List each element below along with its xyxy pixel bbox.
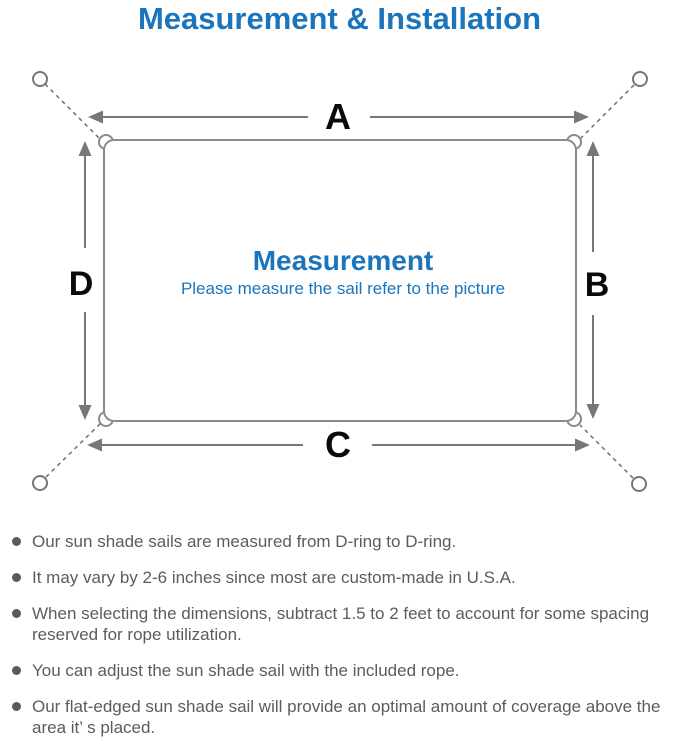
page-title: Measurement & Installation: [137, 1, 542, 36]
bullet-icon: [12, 666, 21, 675]
arrowhead-a-right: [574, 110, 589, 124]
note-item: When selecting the dimensions, subtract …: [10, 603, 673, 645]
note-text: It may vary by 2-6 inches since most are…: [32, 568, 516, 587]
arrowhead-d-up: [78, 141, 92, 156]
arrowhead-b-up: [586, 141, 600, 156]
anchor-ring-top-left: [32, 71, 48, 87]
note-text: You can adjust the sun shade sail with t…: [32, 661, 460, 680]
bullet-icon: [12, 537, 21, 546]
anchor-ring-bottom-right: [631, 476, 647, 492]
note-text: Our sun shade sails are measured from D-…: [32, 532, 457, 551]
label-side-c: C: [325, 424, 351, 465]
note-item: You can adjust the sun shade sail with t…: [10, 660, 673, 681]
arrowhead-c-right: [575, 438, 590, 452]
anchor-ring-top-right: [632, 71, 648, 87]
label-side-b: B: [585, 266, 610, 304]
arrowhead-a-left: [88, 110, 103, 124]
arrowhead-b-down: [586, 404, 600, 419]
diagram-center-title: Measurement: [253, 245, 434, 276]
note-item: Our flat-edged sun shade sail will provi…: [10, 696, 673, 738]
rope-top-right: [579, 84, 635, 140]
notes-list: Our sun shade sails are measured from D-…: [10, 531, 673, 753]
measurement-diagram: A B C D Measurement Please measure the s…: [32, 71, 648, 492]
bullet-icon: [12, 702, 21, 711]
note-text: When selecting the dimensions, subtract …: [32, 604, 650, 644]
label-side-d: D: [69, 265, 94, 303]
rope-top-left: [44, 83, 101, 140]
note-item: It may vary by 2-6 inches since most are…: [10, 567, 673, 588]
rope-bottom-left: [45, 423, 101, 478]
note-text: Our flat-edged sun shade sail will provi…: [32, 697, 661, 737]
anchor-ring-bottom-left: [32, 475, 48, 491]
label-side-a: A: [325, 96, 351, 137]
sail-outline: [103, 139, 577, 422]
arrowhead-c-left: [87, 438, 102, 452]
note-item: Our sun shade sails are measured from D-…: [10, 531, 673, 552]
bullet-icon: [12, 573, 21, 582]
arrowhead-d-down: [78, 405, 92, 420]
rope-bottom-right: [579, 424, 634, 479]
bullet-icon: [12, 609, 21, 618]
diagram-center-subtitle: Please measure the sail refer to the pic…: [181, 279, 505, 298]
